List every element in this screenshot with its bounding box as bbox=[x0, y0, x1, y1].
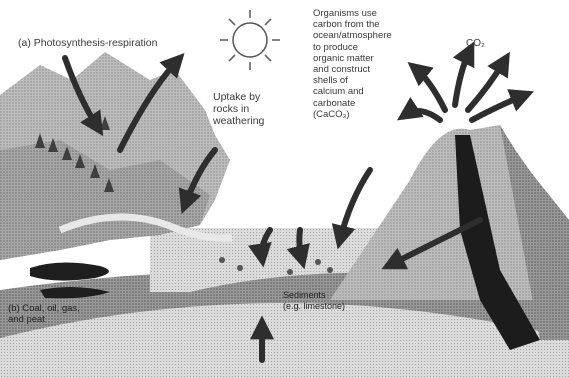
deposits-label: (b) Coal, oil, gas, and peat bbox=[8, 303, 80, 325]
volcano-co2-arrow-1 bbox=[415, 68, 445, 110]
sediments-label: Sediments (e.g. limestone) bbox=[283, 290, 345, 312]
seafloor-arrow-2 bbox=[299, 230, 302, 260]
volcano-co2-arrow-3 bbox=[468, 60, 505, 110]
organisms-label: Organisms use carbon from the ocean/atmo… bbox=[313, 8, 392, 120]
volcano-co2-arrow-5 bbox=[405, 111, 440, 120]
co2-label: CO₂ bbox=[466, 38, 485, 50]
uptake-label: Uptake by rocks in weathering bbox=[213, 91, 264, 127]
photosynthesis-label: (a) Photosynthesis-respiration bbox=[18, 37, 157, 49]
sun-icon bbox=[220, 10, 280, 70]
volcano-co2-arrow-2 bbox=[455, 50, 470, 105]
